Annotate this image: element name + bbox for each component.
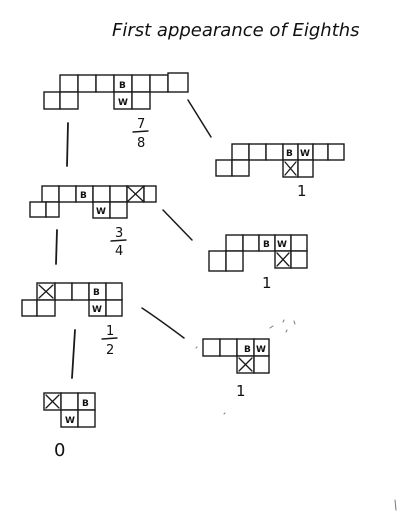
- value-label-left-3-denominator: 2: [106, 343, 114, 358]
- cell: [143, 185, 157, 203]
- cell: [43, 91, 61, 110]
- value-label-left-3-numerator: 1: [106, 324, 114, 339]
- crossed-cell: [126, 185, 145, 203]
- value-label-right-3: 1: [236, 382, 246, 400]
- value-label-left-4: 0: [54, 440, 65, 461]
- white-marker: W: [256, 345, 266, 355]
- cell: [290, 234, 308, 252]
- cell: [202, 338, 221, 357]
- white-marker: W: [65, 416, 75, 426]
- cell: [131, 91, 151, 110]
- value-label-right-1: 1: [297, 182, 307, 200]
- cell: [59, 74, 79, 93]
- cell: [312, 143, 329, 161]
- connector-line: [141, 307, 185, 339]
- connector-line: [71, 329, 76, 379]
- cell: [41, 185, 60, 203]
- cell: [92, 185, 111, 203]
- cell: [131, 74, 151, 93]
- cell: [215, 159, 233, 177]
- cell: [36, 299, 56, 317]
- cell: [208, 250, 227, 272]
- value-label-left-1-denominator: 8: [137, 136, 145, 151]
- cell: [60, 392, 79, 411]
- paper-specks: [195, 319, 397, 511]
- cell: [167, 72, 189, 93]
- black-marker: B: [286, 149, 293, 159]
- board-right-3: B W: [202, 338, 270, 374]
- fraction-bar: [110, 239, 127, 242]
- white-marker: W: [118, 98, 128, 108]
- connector-line: [55, 229, 58, 265]
- white-marker: W: [300, 149, 310, 159]
- black-marker: B: [119, 81, 126, 91]
- cell: [149, 74, 169, 93]
- cell: [225, 250, 244, 272]
- cell: [109, 201, 128, 219]
- cell: [95, 74, 115, 93]
- crossed-cell: [284, 161, 297, 176]
- cell: [109, 185, 128, 203]
- black-marker: B: [93, 288, 100, 298]
- connector-line: [162, 209, 193, 241]
- black-marker: B: [82, 399, 89, 409]
- cell: [219, 338, 238, 357]
- black-marker: B: [244, 345, 251, 355]
- cell: [29, 201, 47, 218]
- cell: [45, 201, 60, 218]
- cell: [225, 234, 244, 252]
- crossed-cell: [276, 252, 290, 267]
- cell: [290, 250, 308, 269]
- board-left-3: B W: [21, 282, 123, 317]
- cell: [327, 143, 345, 161]
- cell: [105, 282, 123, 301]
- cell: [21, 299, 38, 317]
- cell: [77, 409, 96, 428]
- crossed-cell: [238, 357, 253, 372]
- cell: [297, 159, 314, 178]
- white-marker: W: [92, 305, 102, 315]
- cell: [77, 74, 97, 93]
- cell: [253, 355, 270, 374]
- fraction-bar: [132, 130, 149, 133]
- black-marker: B: [80, 191, 87, 201]
- white-marker: W: [96, 207, 106, 217]
- cell: [242, 234, 260, 252]
- cell: [58, 185, 77, 203]
- cell: [105, 299, 123, 317]
- cell: [59, 91, 79, 110]
- board-right-1: B W: [215, 143, 345, 178]
- cell: [265, 143, 284, 161]
- value-label-left-2-denominator: 4: [115, 244, 123, 259]
- cell: [231, 143, 250, 161]
- board-right-2: B W: [208, 234, 308, 272]
- page-title: First appearance of Eighths: [112, 20, 360, 41]
- cell: [54, 282, 73, 301]
- cell: [231, 159, 250, 177]
- value-label-left-2-numerator: 3: [115, 226, 123, 241]
- value-label-left-1-numerator: 7: [137, 117, 145, 132]
- connector-line: [187, 99, 212, 138]
- black-marker: B: [263, 240, 270, 250]
- board-left-1: B W: [43, 72, 189, 110]
- cell: [71, 282, 90, 301]
- fraction-bar: [101, 337, 118, 340]
- white-marker: W: [277, 240, 287, 250]
- connector-line: [66, 122, 69, 167]
- board-left-2: B W: [29, 185, 157, 219]
- cell: [248, 143, 267, 161]
- crossed-cell: [38, 284, 54, 299]
- value-label-right-2: 1: [262, 274, 272, 292]
- board-left-4: B W: [43, 392, 96, 428]
- crossed-cell: [45, 394, 60, 409]
